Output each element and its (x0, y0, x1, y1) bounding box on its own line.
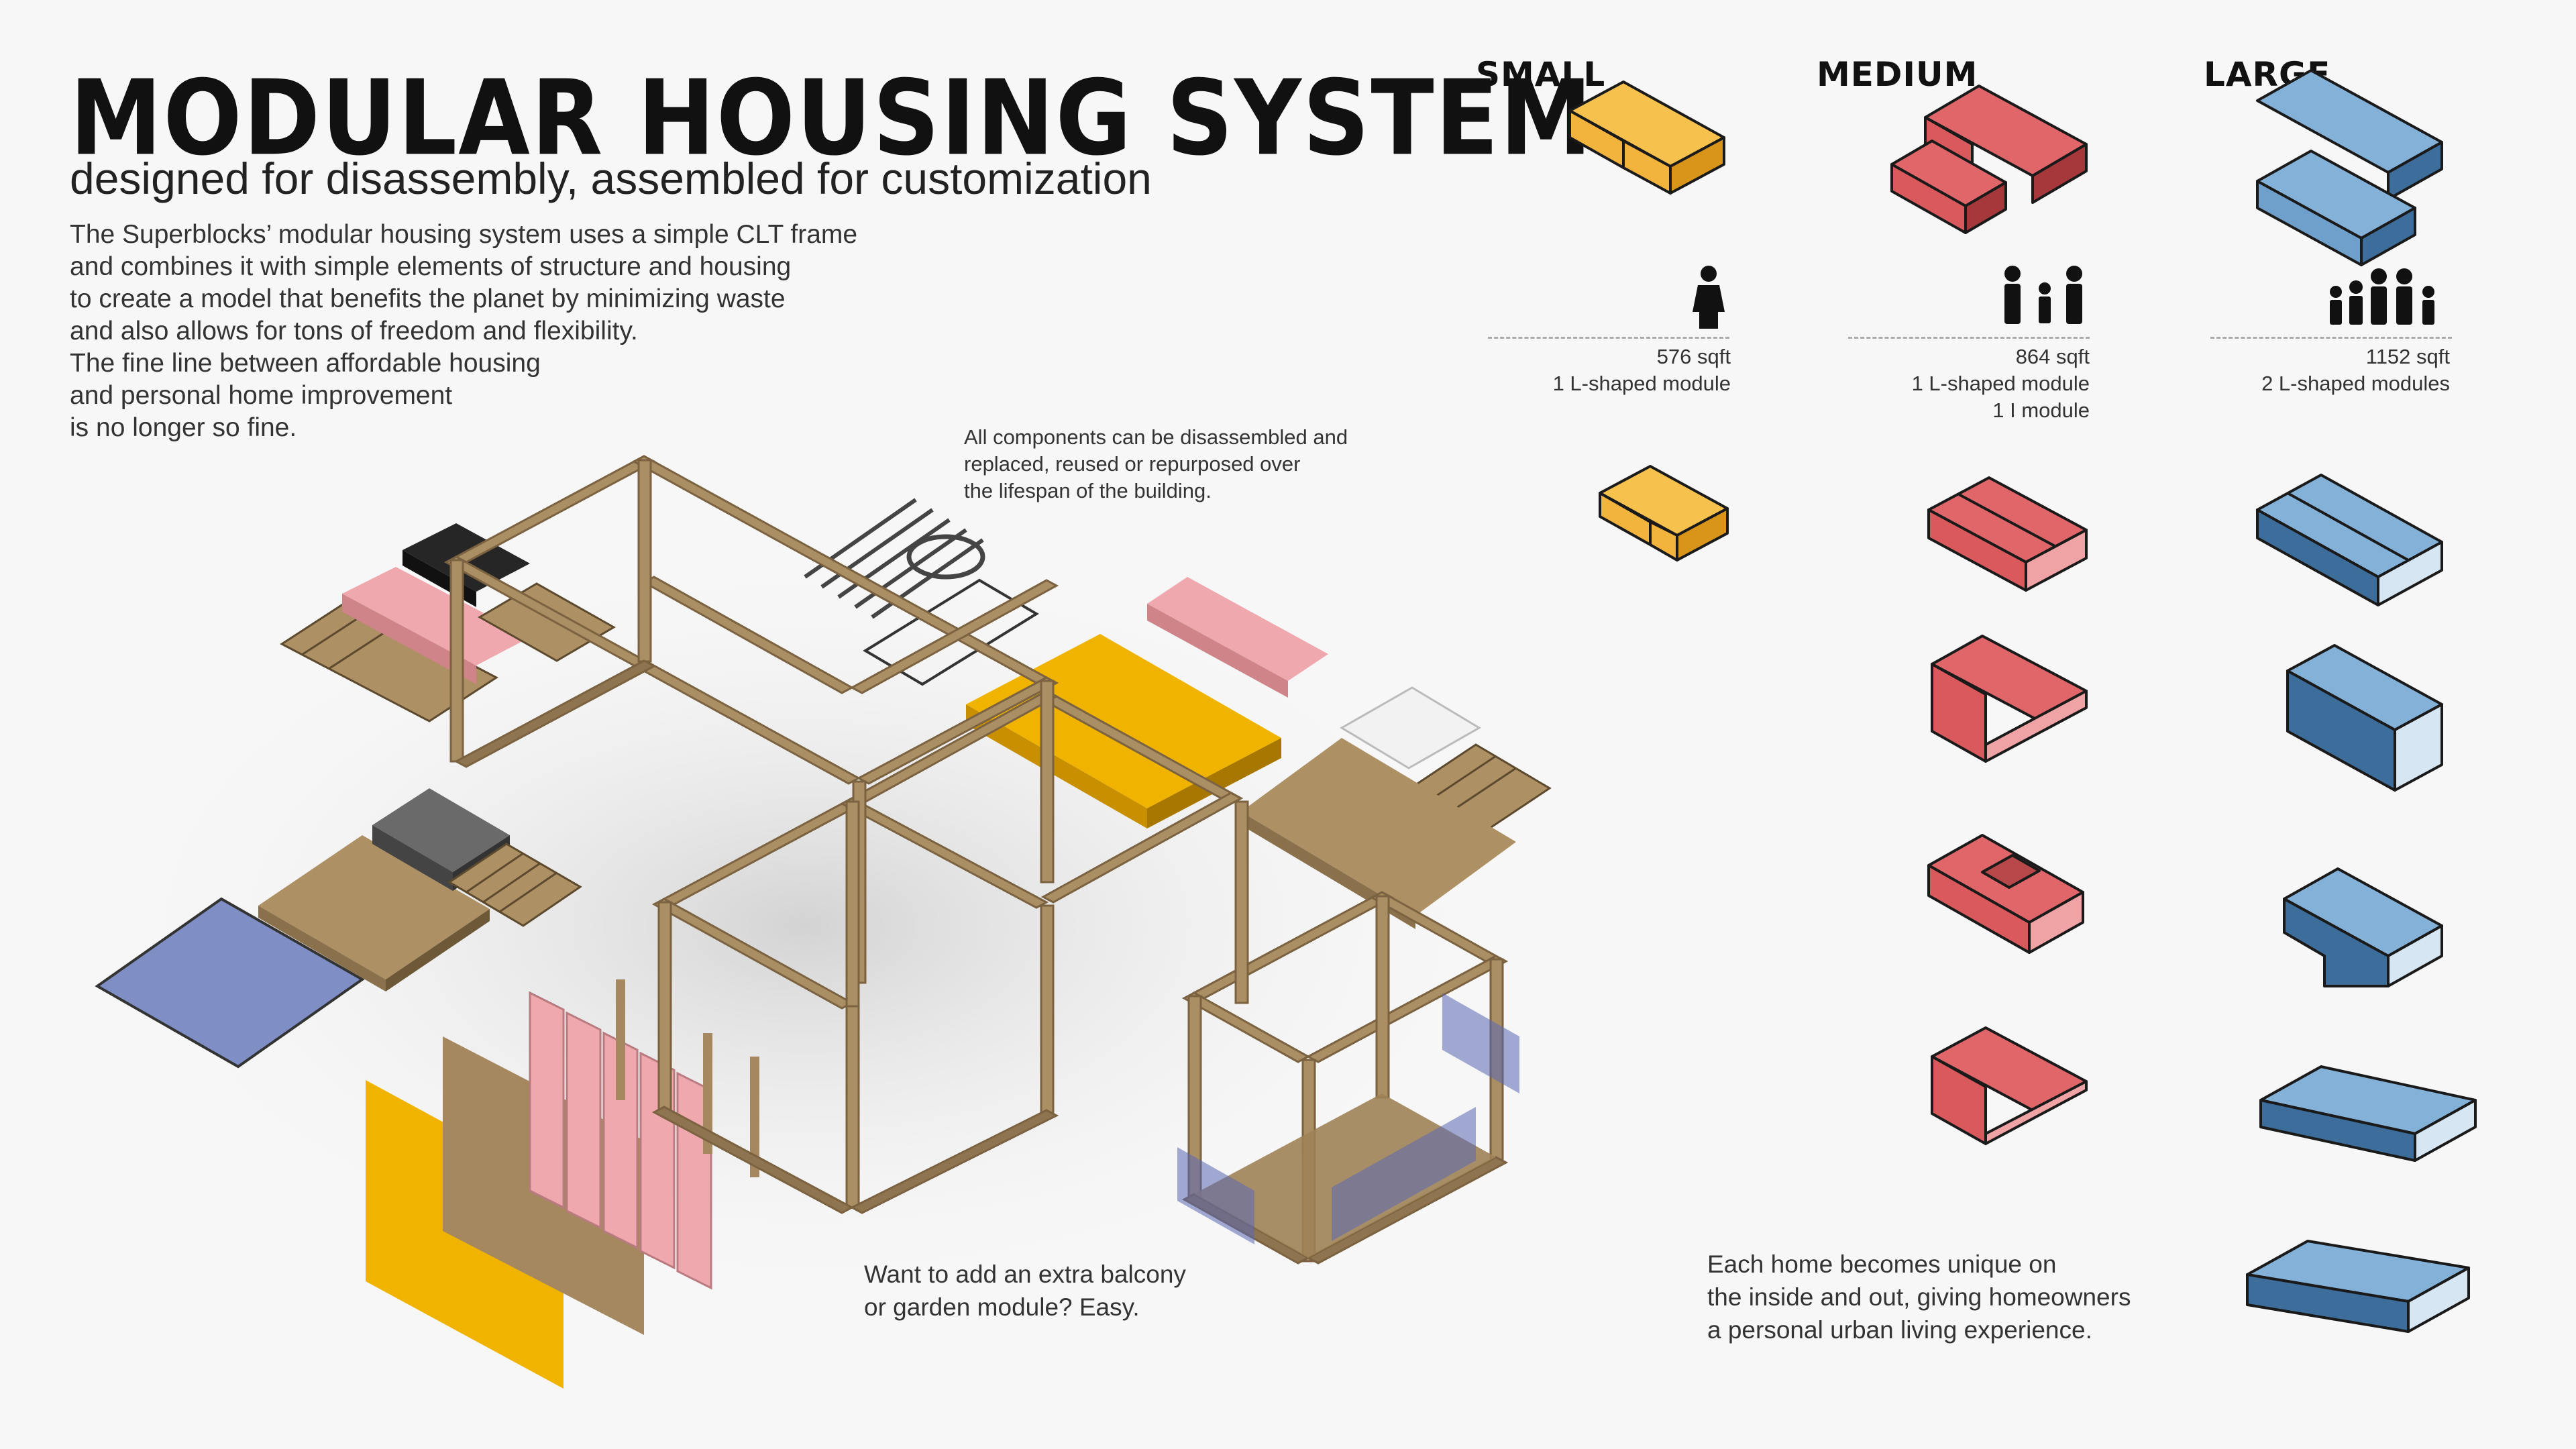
spec-divider-small (1488, 337, 1729, 339)
spec-divider-medium (1848, 337, 2090, 339)
spec-divider-large (2210, 337, 2452, 339)
large-variant-4 (2259, 1065, 2477, 1162)
medium-variant-1 (1927, 476, 2088, 592)
large-variant-3 (2283, 867, 2443, 987)
clt-timber-frame (443, 455, 1509, 1265)
module-line: 1 L-shaped module (1911, 372, 2090, 395)
exploded-axonometric-diagram (95, 455, 1552, 1389)
balcony-floor (1194, 1093, 1496, 1258)
caption-line: Each home becomes unique on (1707, 1250, 2057, 1278)
module-line: 2 L-shaped modules (2261, 372, 2450, 395)
specs-small: 576 sqft 1 L-shaped module (1462, 343, 1731, 397)
pink-insulation-right (1147, 577, 1328, 698)
caption-line: Want to add an extra balcony (864, 1260, 1186, 1288)
medium-variant-3 (1927, 834, 2084, 954)
timber-pallet-left (447, 843, 582, 927)
timber-floor-slab-left (258, 835, 490, 991)
intro-line: and also allows for tons of freedom and … (70, 317, 638, 345)
timber-pallet-right (1413, 743, 1552, 830)
caption-line: replaced, reused or repurposed over (964, 452, 1301, 476)
caption-line: the lifespan of the building. (964, 479, 1212, 502)
small-variant (1599, 465, 1729, 561)
pink-insulation-left (342, 567, 530, 684)
white-panel (1340, 686, 1481, 769)
intro-paragraph: The Superblocks’ modular housing system … (70, 219, 942, 444)
intro-line: and personal home improvement (70, 381, 453, 410)
intro-line: is no longer so fine. (70, 413, 297, 442)
page-title: MODULAR HOUSING SYSTEM (70, 58, 1594, 179)
intro-line: and combines it with simple elements of … (70, 252, 792, 281)
size-label-medium: MEDIUM (1817, 55, 1978, 94)
caption-line: the inside and out, giving homeowners (1707, 1283, 2131, 1311)
intro-line: to create a model that benefits the plan… (70, 284, 786, 313)
size-label-small: SMALL (1476, 55, 1606, 94)
large-l-module-top (2256, 69, 2443, 201)
glass-window-frame (863, 578, 1039, 686)
balcony-glass-panels (1177, 993, 1519, 1244)
components-caption: All components can be disassembled and r… (964, 424, 1348, 504)
timber-posts-loose (616, 979, 759, 1177)
specs-large: 1152 sqft 2 L-shaped modules (2182, 343, 2450, 397)
steel-ring (906, 534, 985, 580)
unique-home-caption: Each home becomes unique on the inside a… (1707, 1248, 2131, 1346)
page-subtitle: designed for disassembly, assembled for … (70, 154, 1152, 203)
medium-variant-4 (1931, 1026, 2088, 1145)
intro-line: The fine line between affordable housing (70, 349, 541, 378)
intro-line: The Superblocks’ modular housing system … (70, 220, 858, 249)
single-person-icon (1693, 266, 1725, 329)
blue-floor-panel (95, 897, 365, 1069)
large-l-module-bottom (2256, 150, 2416, 266)
caption-line: a personal urban living experience. (1707, 1316, 2092, 1344)
area-value: 576 sqft (1656, 345, 1731, 368)
area-value: 1152 sqft (2365, 345, 2450, 368)
area-value: 864 sqft (2015, 345, 2090, 368)
module-line: 1 L-shaped module (1552, 372, 1731, 395)
family-of-five-icon (2330, 268, 2434, 325)
couple-with-child-icon (2004, 266, 2082, 324)
balcony-caption: Want to add an extra balcony or garden m… (864, 1258, 1186, 1324)
module-line: 1 I module (1992, 398, 2090, 422)
medium-i-module (1890, 140, 2007, 234)
large-variant-2 (2286, 644, 2443, 792)
small-l-module (1568, 80, 1725, 195)
large-variant-1 (2256, 474, 2443, 606)
specs-medium: 864 sqft 1 L-shaped module 1 I module (1821, 343, 2090, 424)
medium-variant-2 (1931, 635, 2088, 763)
caption-line: All components can be disassembled and (964, 425, 1348, 449)
large-variant-5 (2246, 1240, 2470, 1333)
caption-line: or garden module? Easy. (864, 1293, 1140, 1321)
